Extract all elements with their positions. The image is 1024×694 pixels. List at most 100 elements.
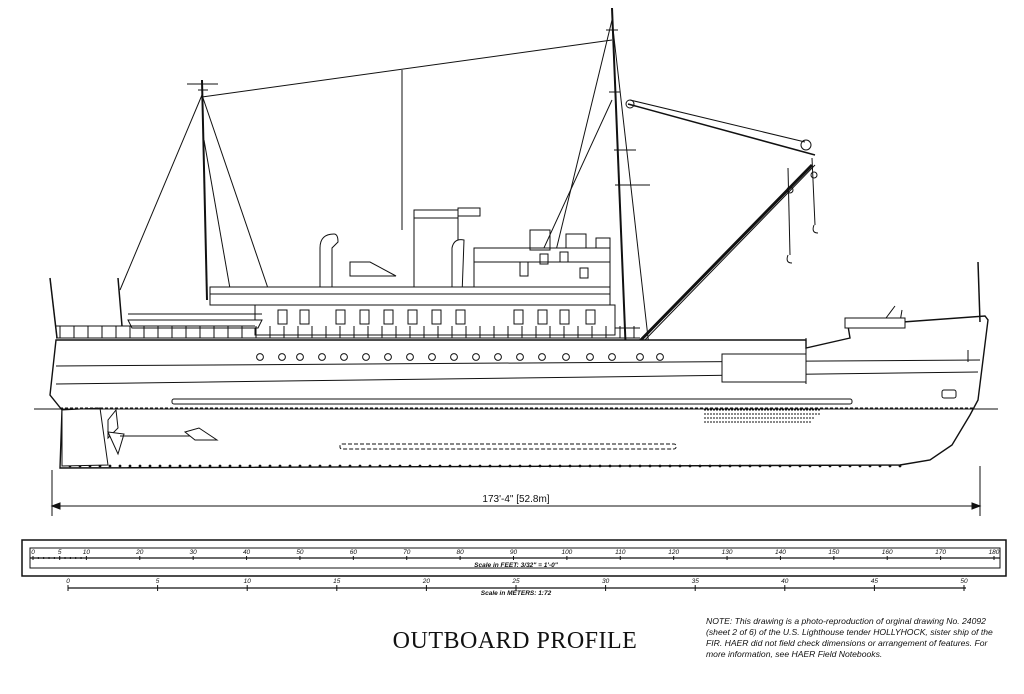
porthole <box>562 353 570 361</box>
porthole <box>450 353 458 361</box>
porthole <box>472 353 480 361</box>
scale-bar-meters <box>67 585 966 591</box>
keel-rivet <box>378 464 382 468</box>
keel-rivet <box>828 464 832 468</box>
keel-rivet <box>238 464 242 468</box>
feet-tick-label: 90 <box>510 549 518 556</box>
deckhouse-window <box>383 309 394 325</box>
keel-rivet <box>348 464 352 468</box>
scale-feet-caption: Scale in FEET: 3/32" = 1'-0" <box>474 562 559 569</box>
keel-rivet <box>878 464 882 468</box>
keel-rivet <box>138 464 142 468</box>
meter-tick-label: 35 <box>692 578 700 585</box>
keel-rivet <box>118 464 122 468</box>
deckhouse-window <box>559 309 570 325</box>
keel-rivet <box>678 464 682 468</box>
keel-rivet <box>508 464 512 468</box>
meter-tick-label: 50 <box>960 578 968 585</box>
feet-tick-label: 5 <box>58 549 62 556</box>
keel-rivet <box>158 464 162 468</box>
keel-rivet <box>278 464 282 468</box>
meter-tick-label: 15 <box>333 578 341 585</box>
porthole <box>608 353 616 361</box>
ventilator-cowls <box>319 233 465 296</box>
keel-rivet <box>868 464 872 468</box>
keel-rivet <box>388 464 392 468</box>
meter-tick-label: 0 <box>66 578 70 585</box>
keel-rivet <box>608 464 612 468</box>
porthole <box>586 353 594 361</box>
keel-rivet <box>778 464 782 468</box>
feet-tick-label: 10 <box>83 549 91 556</box>
porthole <box>340 353 348 361</box>
keel-rivet <box>448 464 452 468</box>
porthole <box>516 353 524 361</box>
keel-rivet <box>818 464 822 468</box>
deckhouse-window <box>407 309 418 325</box>
feet-tick-label: 50 <box>296 549 304 556</box>
keel-rivet <box>558 464 562 468</box>
keel-rivet <box>468 464 472 468</box>
keel-rivet <box>338 464 342 468</box>
feet-tick-label: 30 <box>190 549 198 556</box>
feet-tick-label: 110 <box>615 549 626 556</box>
keel-rivet <box>408 464 412 468</box>
keel-rivet <box>748 464 752 468</box>
meter-tick-label: 10 <box>244 578 252 585</box>
meter-tick-label: 30 <box>602 578 610 585</box>
keel-rivet <box>218 464 222 468</box>
keel-rivet <box>728 464 732 468</box>
bow-flagstaff <box>49 261 981 339</box>
cargo-boom <box>625 99 819 347</box>
keel-rivet <box>838 464 842 468</box>
keel-rivet <box>488 464 492 468</box>
keel-rivet <box>108 464 112 468</box>
porthole <box>362 353 370 361</box>
keel-rivet <box>308 464 312 468</box>
meter-tick-label: 20 <box>422 578 431 585</box>
keel-rivet <box>588 464 592 468</box>
feet-tick-label: 60 <box>350 549 358 556</box>
deckhouse-window <box>299 309 310 325</box>
drawing-title: OUTBOARD PROFILE <box>392 628 638 654</box>
overall-length-label: 173'-4" [52.8m] <box>482 494 549 505</box>
pilot-house <box>473 229 611 291</box>
feet-tick-label: 150 <box>828 549 839 556</box>
keel-rivet <box>808 464 812 468</box>
keel-rivet <box>698 464 702 468</box>
keel-rivet <box>798 464 802 468</box>
scale-bar-feet <box>21 539 1007 577</box>
keel-rivet <box>428 464 432 468</box>
keel-rivet <box>368 464 372 468</box>
feet-tick-label: 20 <box>135 549 144 556</box>
keel-rivet <box>398 464 402 468</box>
keel-rivet <box>498 464 502 468</box>
aft-mast <box>119 79 273 301</box>
keel-rivet <box>848 464 852 468</box>
keel-rivet <box>518 464 522 468</box>
deckhouse-window <box>277 309 288 325</box>
keel-rivet <box>618 464 622 468</box>
feet-tick-label: 160 <box>882 549 893 556</box>
porthole <box>636 353 644 361</box>
feet-tick-label: 130 <box>722 549 733 556</box>
keel-rivet <box>328 464 332 468</box>
antenna-wire <box>201 39 613 230</box>
feet-tick-label: 0 <box>31 549 35 556</box>
porthole <box>428 353 436 361</box>
scale-meters-caption: Scale in METERS: 1:72 <box>481 590 552 597</box>
keel-rivet <box>628 464 632 468</box>
feet-tick-label: 80 <box>456 549 464 556</box>
keel-rivet <box>458 464 462 468</box>
length-dimension <box>50 466 982 516</box>
deckhouse-window <box>359 309 370 325</box>
keel-rivet <box>688 464 692 468</box>
keel-rivet <box>578 464 582 468</box>
keel-rivet <box>888 464 892 468</box>
meter-tick-label: 5 <box>156 578 160 585</box>
keel-rivet <box>178 464 182 468</box>
keel-rivet <box>438 464 442 468</box>
deckhouse-window <box>431 309 442 325</box>
